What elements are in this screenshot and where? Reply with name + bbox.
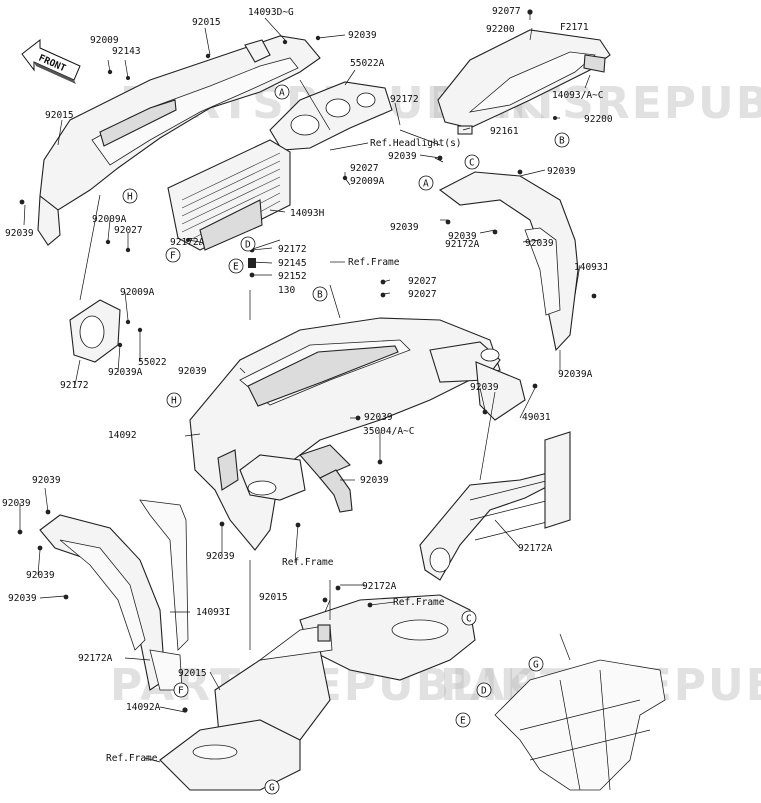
part-label: 92009A bbox=[350, 176, 385, 187]
part-label: 92039A bbox=[558, 369, 593, 380]
part-label: 55022A bbox=[350, 58, 385, 69]
leader-lines bbox=[19, 12, 591, 763]
part-label: 92077 bbox=[492, 6, 521, 17]
hood-panel bbox=[437, 29, 611, 135]
main-body-shell bbox=[189, 317, 526, 551]
part-label: 92027 bbox=[408, 276, 437, 287]
part-label: 92145 bbox=[278, 258, 307, 269]
part-label: 92015 bbox=[259, 592, 288, 603]
rear-chassis-frame bbox=[494, 659, 666, 791]
part-label: 92172A bbox=[362, 581, 397, 592]
part-label: 92015 bbox=[178, 668, 207, 679]
part-label: 92009 bbox=[90, 35, 119, 46]
fastener-markers bbox=[17, 9, 597, 713]
part-label: 92015 bbox=[45, 110, 74, 121]
part-label: 92172 bbox=[278, 244, 307, 255]
callout-letter: H bbox=[127, 192, 133, 203]
part-label: 92039 bbox=[206, 551, 235, 562]
rear-frame-section bbox=[419, 431, 571, 581]
part-label: Ref.Headlight(s) bbox=[370, 138, 462, 149]
part-label: 92039 bbox=[390, 222, 419, 233]
part-label: 92161 bbox=[490, 126, 519, 137]
callout-letter: F bbox=[170, 251, 176, 262]
left-frame-member bbox=[139, 499, 189, 691]
callout-letter: A bbox=[423, 179, 429, 190]
part-label: 92172A bbox=[518, 543, 553, 554]
part-label: 92027 bbox=[350, 163, 379, 174]
part-label: 92015 bbox=[192, 17, 221, 28]
part-label: 92200 bbox=[584, 114, 613, 125]
front-upper-cover bbox=[37, 35, 321, 246]
callout-letter: B bbox=[559, 136, 565, 147]
part-label: 92009A bbox=[92, 214, 127, 225]
callout-letter: C bbox=[466, 614, 472, 625]
part-label: 92039 bbox=[26, 570, 55, 581]
callout-circles: A H D E F B C A B H C F G G D E bbox=[122, 84, 570, 795]
part-label: 92039A bbox=[108, 367, 143, 378]
left-rear-fender bbox=[39, 514, 166, 691]
part-label: 92172A bbox=[445, 239, 480, 250]
callout-letter: A bbox=[279, 88, 285, 99]
callout-letter: B bbox=[317, 290, 323, 301]
part-label: 14093H bbox=[290, 208, 325, 219]
part-label: 14093/A~C bbox=[552, 90, 603, 101]
part-label: 14092A bbox=[126, 702, 161, 713]
part-label: 92039 bbox=[360, 475, 389, 486]
part-label: 14092 bbox=[108, 430, 137, 441]
part-label: 92039 bbox=[178, 366, 207, 377]
right-front-fender bbox=[438, 171, 579, 352]
part-label: Ref.Frame bbox=[348, 257, 400, 268]
callout-letter: E bbox=[460, 716, 466, 727]
headlight-housing-upper bbox=[269, 81, 393, 151]
part-number-labels: 14093D~G 92015 92039 92009 92143 55022A … bbox=[2, 6, 613, 764]
part-label: 92039 bbox=[5, 228, 34, 239]
callout-letter: C bbox=[469, 158, 475, 169]
part-label: 92143 bbox=[112, 46, 141, 57]
callout-letter: G bbox=[269, 783, 275, 794]
callout-letter: D bbox=[245, 240, 251, 251]
part-label: 92009A bbox=[120, 287, 155, 298]
part-label: 14093J bbox=[574, 262, 608, 273]
under-tray bbox=[159, 719, 301, 791]
callout-letter: D bbox=[481, 686, 487, 697]
part-label: 92039 bbox=[2, 498, 31, 509]
part-label: 49031 bbox=[522, 412, 551, 423]
part-label: 92172 bbox=[60, 380, 89, 391]
part-label: 130 bbox=[278, 285, 295, 296]
callout-letter: E bbox=[233, 262, 239, 273]
part-label: 92039 bbox=[547, 166, 576, 177]
part-label: 92039 bbox=[470, 382, 499, 393]
part-label: 92039 bbox=[8, 593, 37, 604]
part-label: 92039 bbox=[32, 475, 61, 486]
air-duct bbox=[319, 469, 353, 513]
part-label: 92027 bbox=[408, 289, 437, 300]
callout-letter: G bbox=[533, 660, 539, 671]
part-label: 92172 bbox=[390, 94, 419, 105]
part-label: F2171 bbox=[560, 22, 589, 33]
part-label: 14093I bbox=[196, 607, 230, 618]
part-label: 14093D~G bbox=[248, 7, 294, 18]
part-label: 55022 bbox=[138, 357, 167, 368]
part-label: 92039 bbox=[364, 412, 393, 423]
part-label: 92039 bbox=[525, 238, 554, 249]
part-label: 92039 bbox=[348, 30, 377, 41]
part-label: Ref.Frame bbox=[393, 597, 445, 608]
part-label: 92200 bbox=[486, 24, 515, 35]
part-label: Ref.Frame bbox=[282, 557, 334, 568]
part-label: Ref.Frame bbox=[106, 753, 158, 764]
front-grille bbox=[167, 139, 291, 251]
part-label: 92152 bbox=[278, 271, 307, 282]
headlight-housing-lower bbox=[69, 299, 121, 363]
front-arrow-badge: FRONT bbox=[21, 38, 81, 84]
part-label: 92039 bbox=[448, 231, 477, 242]
callout-letter: F bbox=[178, 686, 184, 697]
part-label: 92172A bbox=[78, 653, 113, 664]
part-label: 92027 bbox=[114, 225, 143, 236]
part-label: 35004/A~C bbox=[363, 426, 414, 437]
part-label: 92172A bbox=[170, 237, 205, 248]
part-label: 92039 bbox=[388, 151, 417, 162]
callout-letter: H bbox=[171, 396, 177, 407]
